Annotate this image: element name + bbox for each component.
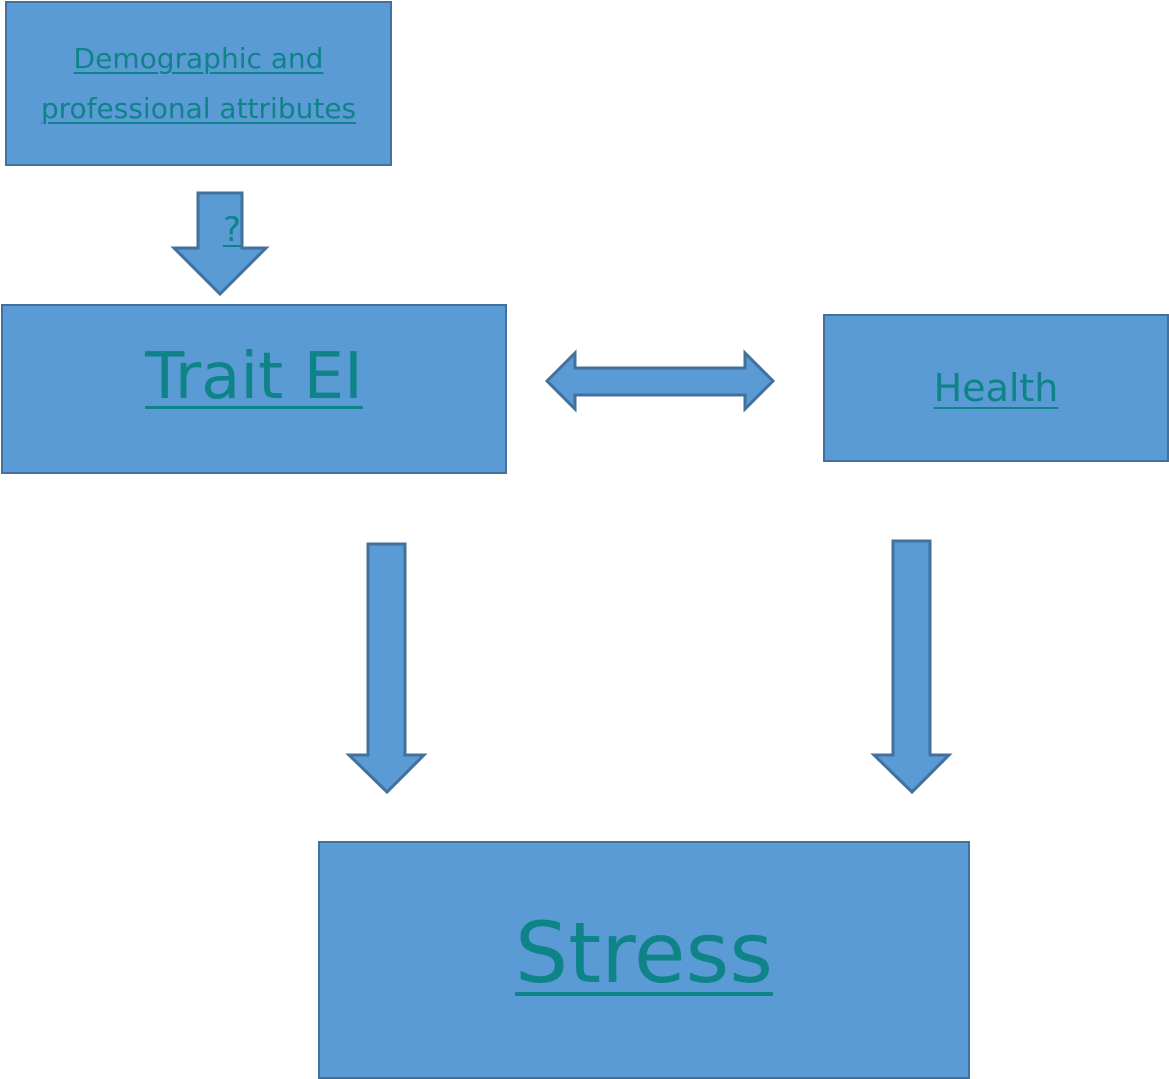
node-health: Health [823,314,1169,462]
arrow-demographic-to-trait-ei-label: ? [222,210,242,250]
node-demographic-label: Demographic and professional attributes [41,34,356,134]
arrow-health-to-stress [870,539,953,795]
node-demographic-professional-attributes: Demographic and professional attributes [5,1,392,166]
node-stress-label: Stress [514,904,774,1002]
node-trait-ei-label: Trait EI [145,340,363,414]
node-health-label: Health [933,366,1059,410]
node-trait-ei: Trait EI [1,304,507,474]
node-demographic-label-line2: professional attributes [40,91,357,125]
arrow-trait-ei-to-stress [345,542,428,795]
arrow-trait-ei-health-bidirectional [544,349,776,413]
node-stress: Stress [318,841,970,1079]
node-demographic-label-line1: Demographic and [73,41,324,75]
